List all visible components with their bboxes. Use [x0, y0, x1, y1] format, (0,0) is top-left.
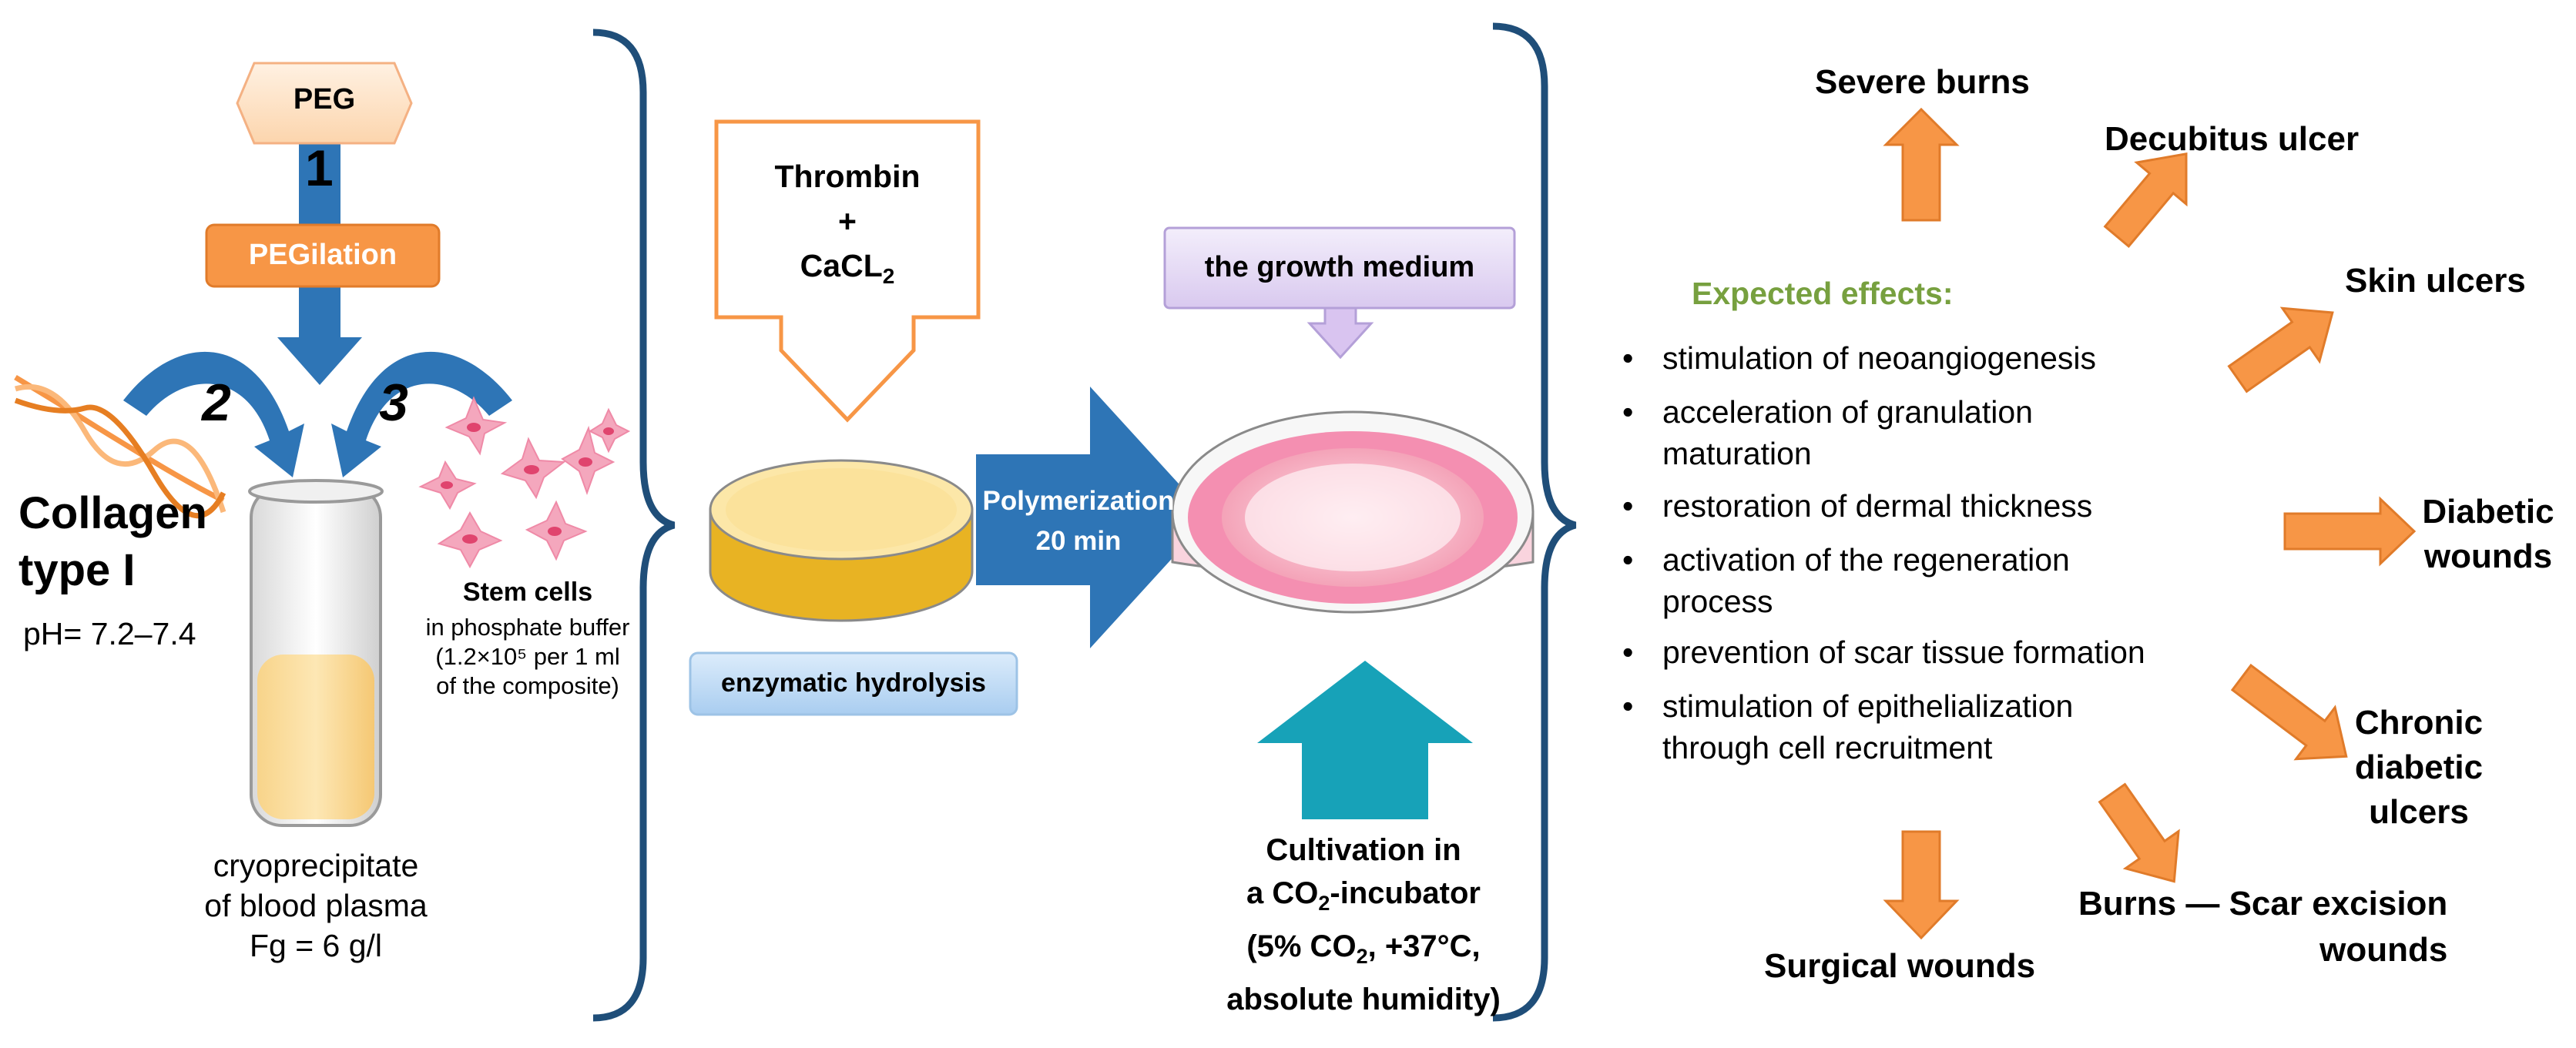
thrombin-line2: +	[838, 203, 857, 239]
arrow-surgical	[1883, 830, 1960, 940]
step1-number: 1	[305, 139, 334, 196]
thrombin-line1: Thrombin	[774, 159, 921, 194]
step2-number: 2	[202, 373, 231, 432]
tube-caption: cryoprecipitate of blood plasma Fg = 6 g…	[204, 848, 428, 963]
thrombin-line3: CaCL2	[716, 243, 978, 299]
arrow-chronic	[2230, 663, 2348, 761]
right-brace	[1492, 22, 1577, 1022]
pegilation-box	[205, 223, 441, 288]
incubator-line3b: , +37°C,	[1367, 929, 1481, 963]
effect-item: stimulation of epithelialization through…	[1622, 685, 2155, 768]
peg-label: PEG	[293, 83, 356, 116]
incubator-line3-sub: 2	[1356, 945, 1368, 968]
thrombin-arrow	[714, 119, 981, 423]
effect-item: activation of the regeneration process	[1622, 539, 2155, 622]
effect-item: acceleration of granulation maturation	[1622, 391, 2155, 474]
incubator-line2-sub: 2	[1318, 892, 1330, 915]
step3-number: 3	[379, 373, 408, 432]
collagen-title: Collagen type I	[18, 488, 207, 595]
incubator-line2b: -incubator	[1330, 876, 1481, 910]
incubator-line3a: (5% CO	[1246, 929, 1357, 963]
growth-medium-arrow	[1306, 306, 1374, 360]
outcome-burns-scar: Burns — Scar excision wounds	[2078, 885, 2448, 969]
stem-cells-title: Stem cells	[462, 578, 593, 607]
outcome-chronic: Chronic diabetic ulcers	[2354, 704, 2484, 831]
effect-item: stimulation of neoangiogenesis	[1622, 337, 2294, 379]
left-brace	[592, 28, 676, 1022]
thrombin-sub: 2	[882, 264, 895, 289]
incubator-line4: absolute humidity)	[1226, 983, 1501, 1016]
fibrin-gel-dish	[709, 459, 974, 622]
incubator-line3: (5% CO2, +37°C,	[1163, 925, 1564, 978]
collagen-ph: pH= 7.2–7.4	[23, 616, 196, 651]
stem-cells-desc: in phosphate buffer (1.2×10⁵ per 1 ml of…	[425, 614, 630, 699]
outcome-skin-ulcers: Skin ulcers	[2345, 262, 2526, 300]
incubator-label: Cultivation in a CO2-incubator (5% CO2, …	[1163, 829, 1564, 1021]
outcome-diabetic-wounds: Diabetic wounds	[2422, 493, 2554, 575]
peg-hexagon	[236, 62, 413, 145]
collagen-fiber	[14, 374, 226, 518]
incubator-arrow	[1257, 661, 1473, 819]
growth-medium-label: the growth medium	[1204, 251, 1475, 283]
arrow-decubitus	[2103, 152, 2188, 248]
enzymatic-label: enzymatic hydrolysis	[721, 668, 986, 698]
enzymatic-box	[689, 651, 1018, 716]
thrombin-cacl: CaCL	[800, 248, 883, 283]
step2-curved-arrow	[123, 351, 304, 477]
polymerization-label: Polymerization 20 min	[982, 486, 1175, 556]
outcome-decubitus: Decubitus ulcer	[2105, 120, 2360, 158]
petri-dish	[1171, 410, 1535, 614]
outcome-severe-burns: Severe burns	[1815, 63, 2030, 101]
outcome-surgical: Surgical wounds	[1764, 947, 2036, 985]
incubator-line2a: a CO	[1246, 876, 1319, 910]
incubator-line1: Cultivation in	[1266, 833, 1461, 867]
expected-effects-title: Expected effects:	[1692, 276, 1954, 311]
thrombin-label: Thrombin + CaCL2	[716, 154, 978, 299]
arrow-severe-burns	[1883, 107, 1960, 222]
arrow-diabetic-wounds	[2283, 496, 2417, 567]
pegilation-label: PEGilation	[248, 239, 397, 271]
polymerization-arrow	[976, 387, 1209, 648]
incubator-line2: a CO2-incubator	[1163, 872, 1564, 925]
effect-item: restoration of dermal thickness	[1622, 485, 2294, 527]
stem-cells	[418, 396, 631, 569]
step3-curved-arrow	[331, 351, 512, 477]
test-tube	[248, 479, 384, 827]
arrow-burns-scar	[2098, 782, 2180, 883]
effect-item: prevention of scar tissue formation	[1622, 631, 2294, 673]
